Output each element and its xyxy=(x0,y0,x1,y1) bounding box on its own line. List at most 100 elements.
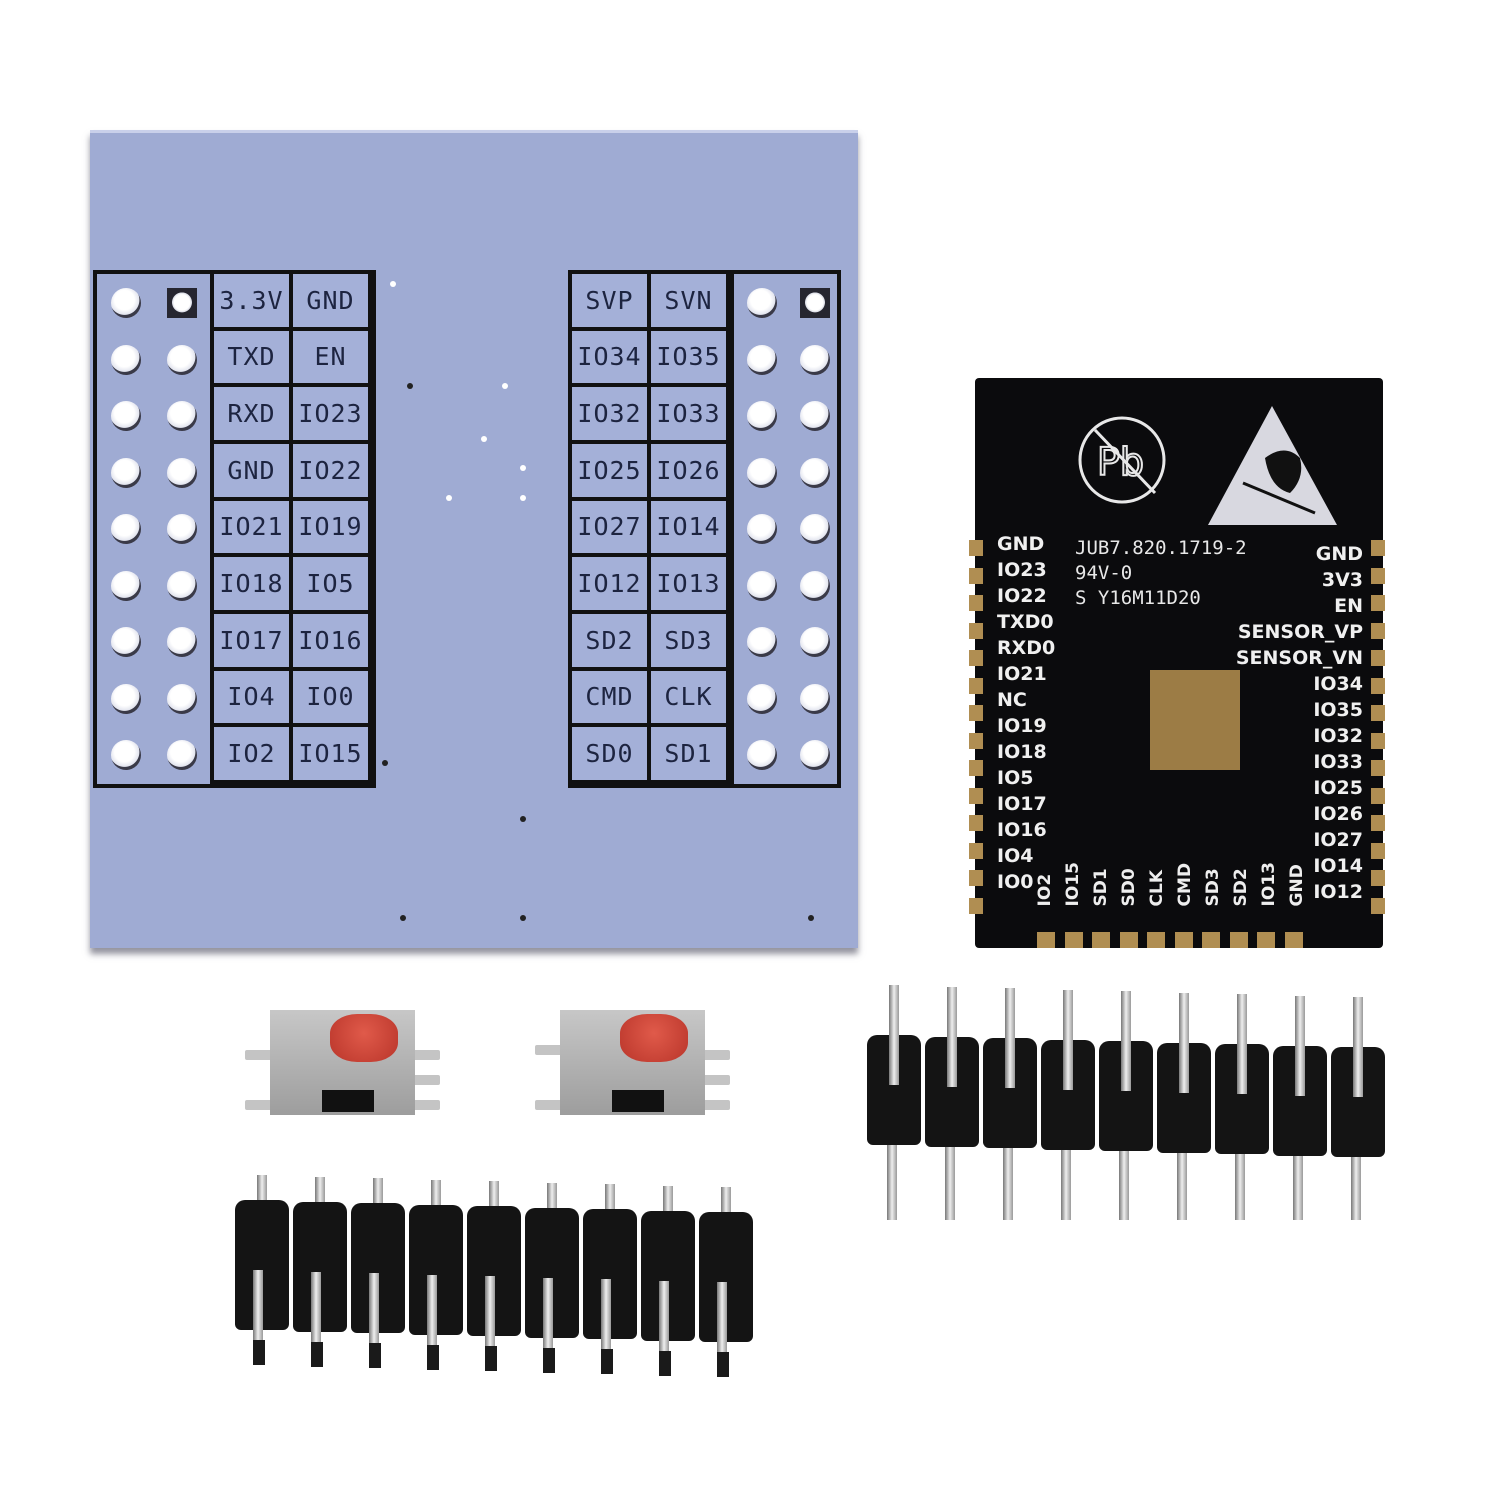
castellated-pad xyxy=(1257,932,1275,948)
esd-warning-icon xyxy=(1208,406,1337,525)
castellated-pad xyxy=(1371,842,1385,859)
module-pin-label: IO23 xyxy=(997,559,1047,581)
through-hole-pad xyxy=(800,344,830,375)
module-pin-label: IO25 xyxy=(1313,777,1363,799)
via xyxy=(520,495,526,501)
pin-label: IO15 xyxy=(293,727,372,784)
through-hole-pad xyxy=(167,683,197,714)
marking-line: 94V-0 xyxy=(1075,562,1133,584)
via xyxy=(481,436,487,442)
module-pin-label: CLK xyxy=(1147,869,1167,906)
castellated-pad xyxy=(1119,932,1138,948)
through-hole-pad xyxy=(800,740,830,770)
through-hole-pad xyxy=(167,457,197,488)
module-pin-label: IO15 xyxy=(1063,861,1083,906)
header-pin xyxy=(291,1175,349,1370)
module-pin-label: IO27 xyxy=(1313,829,1363,851)
through-hole-pad xyxy=(747,401,777,431)
header-pin xyxy=(1097,985,1155,1220)
through-hole-pad xyxy=(167,514,197,544)
module-pin-label: IO34 xyxy=(1313,673,1363,695)
castellated-pad xyxy=(969,622,983,639)
right-pin-column xyxy=(730,274,734,784)
module-pin-label: IO13 xyxy=(1259,861,1279,906)
header-pin xyxy=(523,1175,581,1373)
pin-label: GND xyxy=(214,444,293,501)
through-hole-pad xyxy=(111,288,141,318)
switch-leg xyxy=(245,1050,275,1060)
castellated-pad xyxy=(1371,732,1385,749)
pin-label: IO35 xyxy=(651,330,730,388)
svg-text:Pb: Pb xyxy=(1097,440,1144,484)
module-pin-label: IO19 xyxy=(997,715,1047,737)
module-marking: JUB7.820.1719-2 94V-0 S Y16M11D20 xyxy=(1075,536,1247,611)
via xyxy=(520,915,526,921)
castellated-pad xyxy=(969,897,983,914)
module-pin-label: TXD0 xyxy=(997,611,1054,633)
castellated-pad xyxy=(1371,705,1385,721)
pin-label: IO23 xyxy=(293,387,372,444)
through-hole-pad xyxy=(747,288,777,318)
via xyxy=(390,281,396,287)
castellated-pad xyxy=(1371,870,1385,886)
via xyxy=(520,816,526,822)
module-pin-label: IO2 xyxy=(1035,873,1055,906)
pin-label: SVP xyxy=(572,274,651,331)
module-pin-label: GND xyxy=(997,533,1045,555)
castellated-pad xyxy=(1284,932,1303,948)
tactile-switch xyxy=(535,1000,730,1115)
module-pin-label: RXD0 xyxy=(997,637,1056,659)
module-pin-label: IO35 xyxy=(1313,699,1363,721)
module-pin-label: 3V3 xyxy=(1321,569,1363,591)
castellated-pad xyxy=(1371,540,1385,556)
module-pin-label: IO16 xyxy=(997,819,1047,841)
switch-leg xyxy=(410,1075,440,1085)
via xyxy=(502,383,508,389)
pin-label: SD0 xyxy=(572,727,651,784)
through-hole-pad xyxy=(111,401,141,431)
pin-label: IO18 xyxy=(214,557,293,614)
through-hole-pad xyxy=(111,683,141,714)
pin-label: IO12 xyxy=(572,557,651,614)
through-hole-pad xyxy=(800,288,830,318)
castellated-pad xyxy=(1371,677,1385,694)
through-hole-pad xyxy=(800,514,830,544)
module-pin-label: IO12 xyxy=(1313,881,1363,903)
castellated-pad xyxy=(1229,932,1248,948)
through-hole-pad xyxy=(111,457,141,488)
castellated-pad xyxy=(1037,932,1055,948)
ground-pad xyxy=(1150,670,1240,770)
pin-label: IO19 xyxy=(293,500,372,558)
through-hole-pad xyxy=(167,401,197,431)
switch-leg xyxy=(410,1050,440,1060)
castellated-pad xyxy=(1371,622,1385,639)
pin-label: IO17 xyxy=(214,614,293,671)
castellated-pad xyxy=(1092,932,1110,948)
through-hole-pad xyxy=(111,344,141,375)
pin-label: IO13 xyxy=(651,557,730,614)
switch-slot xyxy=(612,1090,664,1112)
module-pin-label: IO14 xyxy=(1313,855,1363,877)
module-pin-label: SD2 xyxy=(1231,867,1251,906)
module-pin-label: SENSOR_VN xyxy=(1235,647,1363,669)
castellated-pad xyxy=(1371,567,1385,584)
module-pin-label: SENSOR_VP xyxy=(1237,621,1363,643)
header-pin xyxy=(865,985,923,1220)
castellated-pad xyxy=(1371,815,1385,831)
via xyxy=(382,760,388,766)
castellated-pad xyxy=(969,760,983,776)
pin-header-upright xyxy=(865,985,1387,1220)
through-hole-pad xyxy=(167,344,197,375)
pin-label: CLK xyxy=(651,670,730,728)
pin-label: RXD xyxy=(214,387,293,444)
module-pin-label: IO18 xyxy=(997,741,1047,763)
castellated-pad xyxy=(969,842,983,859)
switch-leg xyxy=(700,1100,730,1110)
switch-leg xyxy=(535,1045,565,1055)
header-pin xyxy=(1329,985,1387,1220)
castellated-pad xyxy=(969,650,983,666)
through-hole-pad xyxy=(800,627,830,657)
